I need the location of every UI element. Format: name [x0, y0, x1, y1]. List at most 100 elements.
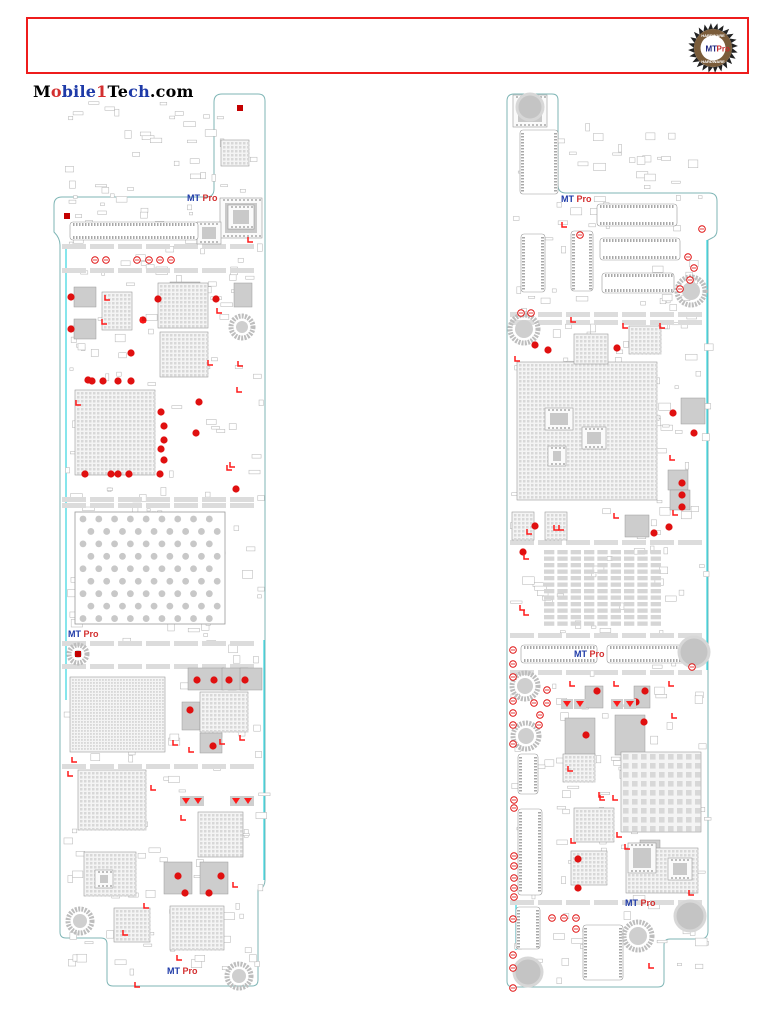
bga-pad — [567, 440, 570, 443]
bga-pad — [527, 484, 530, 487]
bga-pad — [153, 727, 155, 729]
connector-pin — [130, 223, 132, 226]
bga-pad — [141, 460, 144, 463]
bga-pad — [77, 456, 80, 459]
smd-component — [562, 808, 570, 815]
bga-pad — [523, 404, 526, 407]
bga-pad — [134, 854, 137, 857]
bga-pad — [204, 850, 207, 853]
bga-pad — [105, 748, 107, 750]
bga-pad — [527, 492, 530, 495]
shield-strip — [62, 503, 86, 508]
bga-pad — [231, 142, 234, 145]
ram-ball — [87, 528, 95, 535]
bga-pad — [230, 702, 233, 705]
bga-pad — [519, 472, 522, 475]
bga-pad — [132, 788, 135, 791]
bga-pad — [596, 826, 599, 829]
bga-pad — [579, 472, 582, 475]
bga-pad — [120, 730, 122, 732]
smd-component — [127, 187, 134, 191]
bga-pad — [623, 790, 629, 796]
bga-pad — [164, 293, 167, 296]
bga-pad — [78, 742, 80, 744]
bga-pad — [153, 706, 155, 708]
bga-pad — [81, 392, 84, 395]
bga-pad — [639, 388, 642, 391]
bga-pad — [212, 846, 215, 849]
bga-pad — [85, 432, 88, 435]
bga-pad — [135, 718, 137, 720]
bga-pad — [668, 763, 674, 769]
bga-pad — [120, 685, 122, 687]
bga-pad — [555, 368, 558, 371]
bga-pad — [113, 404, 116, 407]
bga-pad — [196, 309, 199, 312]
ram-ball — [205, 565, 213, 573]
bga-pad — [627, 424, 630, 427]
bga-pad — [114, 721, 116, 723]
bga-pad — [555, 404, 558, 407]
bga-pad — [623, 488, 626, 491]
bga-pad — [567, 396, 570, 399]
bga-pad — [607, 376, 610, 379]
bga-pad — [611, 432, 614, 435]
bga-pad — [144, 816, 147, 819]
bga-pad — [129, 745, 131, 747]
ic-pin — [200, 223, 202, 225]
bga-pad — [125, 456, 128, 459]
bga-pad — [192, 301, 195, 304]
bga-pad — [641, 799, 647, 805]
bga-pad — [72, 736, 74, 738]
smd-component — [675, 430, 683, 434]
bga-pad — [153, 739, 155, 741]
bga-pad — [93, 444, 96, 447]
bga-pad — [218, 698, 221, 701]
bga-pad — [144, 694, 146, 696]
bga-pad — [226, 726, 229, 729]
connector-pin — [127, 223, 129, 226]
bga-pad — [239, 146, 242, 149]
bga-pad — [84, 730, 86, 732]
smd-component — [143, 943, 153, 947]
pin1-corner-marker — [219, 739, 225, 745]
bga-pad — [603, 396, 606, 399]
bga-pad — [128, 772, 131, 775]
bga-pad — [102, 866, 105, 869]
bga-pad — [108, 784, 111, 787]
bga-pad — [623, 364, 626, 367]
ic-pin — [247, 206, 249, 208]
bga-pad — [216, 838, 219, 841]
bga-pad — [615, 372, 618, 375]
shield-strip — [678, 670, 702, 675]
connector-pin — [88, 236, 90, 239]
bga-pad — [631, 380, 634, 383]
bga-pad — [208, 834, 211, 837]
bga-pad — [643, 416, 646, 419]
bga-pad — [122, 874, 125, 877]
bga-pad — [196, 936, 199, 939]
bga-pad — [85, 452, 88, 455]
bga-pad — [192, 936, 195, 939]
ic-pin — [102, 871, 104, 873]
bga-pad — [172, 932, 175, 935]
ic-pin — [110, 885, 112, 887]
bga-pad — [583, 388, 586, 391]
bga-pad — [535, 376, 538, 379]
bga-pad — [571, 488, 574, 491]
bga-pad — [684, 886, 687, 889]
bga-pad — [623, 480, 626, 483]
connector-pin — [115, 223, 117, 226]
bga-pad — [117, 691, 119, 693]
bga-pad — [112, 792, 115, 795]
bga-pad — [97, 412, 100, 415]
bga-pad — [114, 874, 117, 877]
bga-pad — [86, 878, 89, 881]
bga-pad — [623, 400, 626, 403]
bga-pad — [623, 424, 626, 427]
saw-tooth-icon — [696, 61, 704, 68]
bga-pad — [133, 444, 136, 447]
bga-pad — [206, 722, 209, 725]
bga-pad — [619, 476, 622, 479]
bga-pad — [627, 480, 630, 483]
